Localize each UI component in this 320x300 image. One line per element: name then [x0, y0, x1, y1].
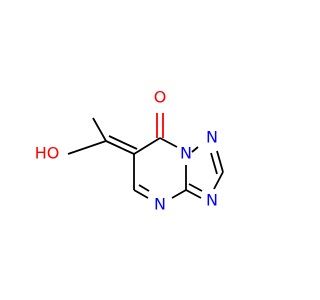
- bond-c3a-to-n3-double-b: [188, 183, 203, 192]
- bond-methyl-to-enol-carbon: [92, 117, 107, 142]
- bond-c6-to-c7: [133, 137, 161, 155]
- bond-c3a-to-n3-double-a: [185, 189, 202, 199]
- bond-n1-to-n-bridge: [191, 146, 199, 153]
- bond-n4-to-c3a: [171, 189, 187, 199]
- triazole-top-nitrogen-label: N: [206, 128, 218, 147]
- bond-c2-to-n1-double-b: [210, 152, 218, 175]
- bond-c7-to-n-bridge: [159, 137, 178, 148]
- molecule-structure-diagram: HO O N N N N: [35, 88, 224, 214]
- bond-enol-carbon-to-oh: [67, 140, 107, 155]
- pyrimidine-bottom-nitrogen-label: N: [154, 195, 166, 214]
- bond-c5-to-n4-inner: [138, 184, 150, 192]
- bridgehead-nitrogen-label: N: [180, 144, 192, 163]
- bond-c2-to-n1-double-a: [216, 150, 224, 173]
- carbonyl-oxygen-label: O: [154, 88, 167, 107]
- bond-enol-carbon-to-c6-double-b: [108, 135, 138, 150]
- bond-c5-to-n4-double: [133, 189, 149, 199]
- bond-enol-carbon-to-c6-double-a: [105, 140, 135, 155]
- triazole-right-nitrogen-label: N: [206, 191, 218, 210]
- bond-n3-to-c2: [213, 171, 224, 190]
- hydroxyl-label: HO: [35, 144, 60, 163]
